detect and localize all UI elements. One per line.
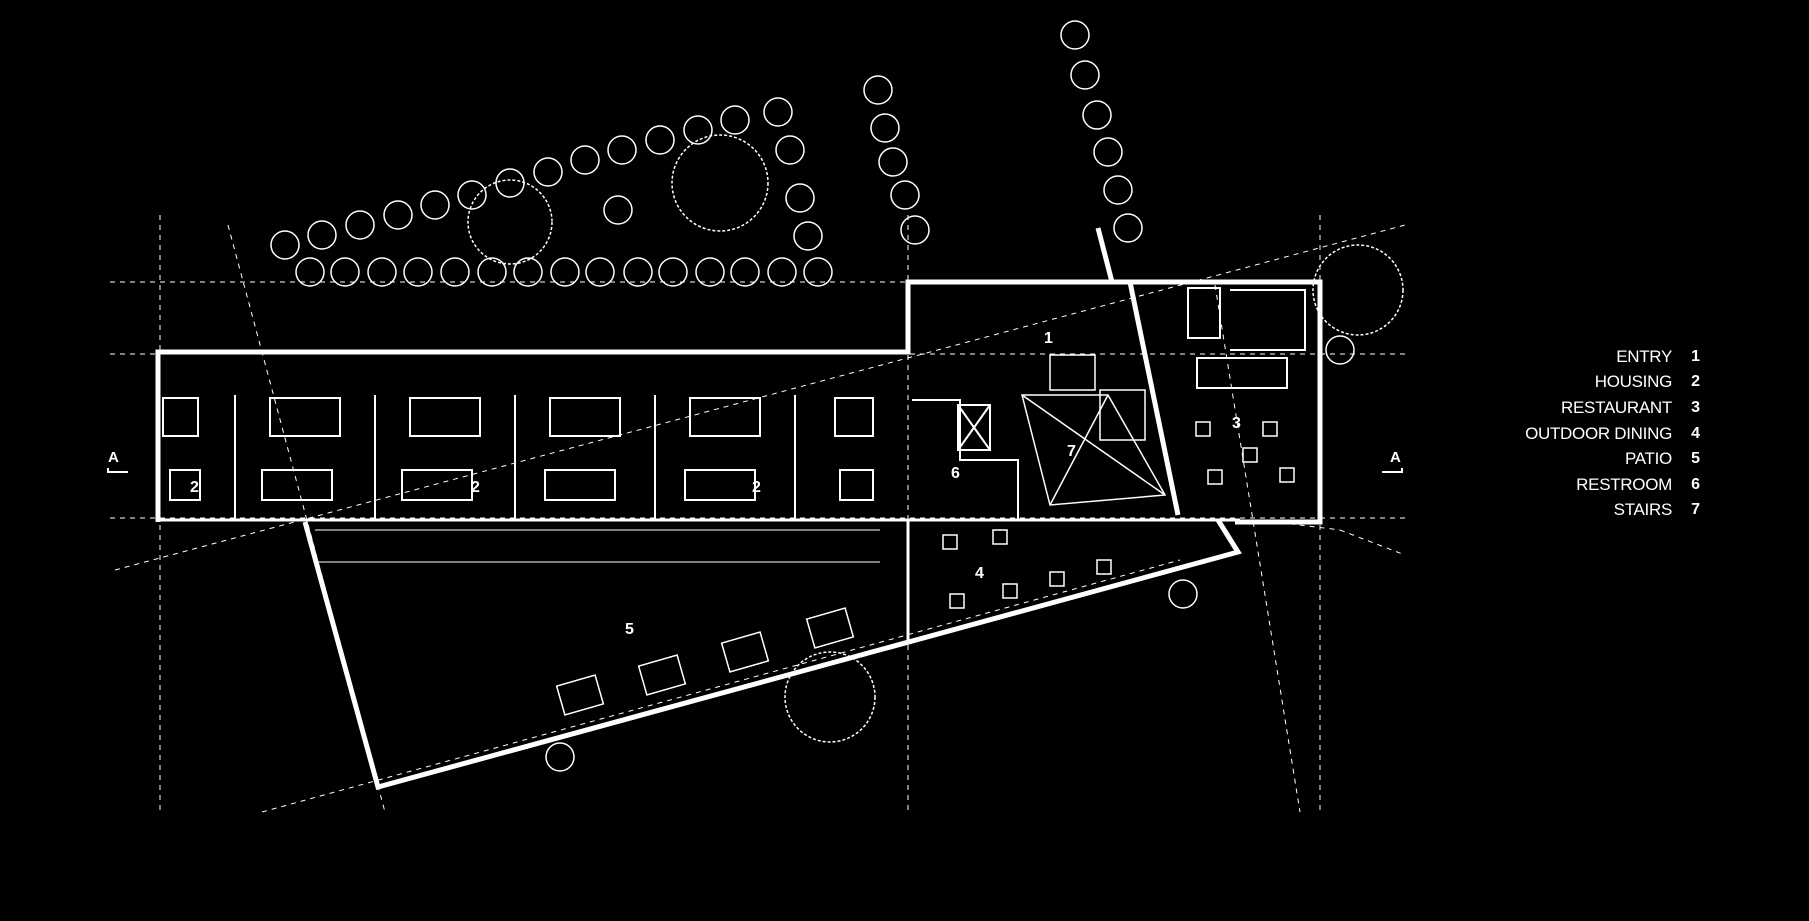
legend-row-outdoor-dining: OUTDOOR DINING 4 — [1470, 421, 1700, 447]
legend-number: 1 — [1691, 347, 1700, 365]
section-mark-right: A — [1382, 449, 1403, 473]
legend-row-restroom: RESTROOM 6 — [1470, 472, 1700, 498]
svg-text:A: A — [108, 449, 119, 466]
trees — [270, 20, 1404, 772]
room-label-patio: 5 — [625, 621, 634, 638]
room-label-stairs: 7 — [1067, 443, 1076, 460]
room-label-housing-3: 2 — [752, 479, 761, 496]
room-label-entry: 1 — [1044, 330, 1053, 347]
legend-row-stairs: STAIRS 7 — [1470, 498, 1700, 524]
room-label-restaurant: 3 — [1232, 415, 1241, 432]
legend-number: 2 — [1691, 373, 1700, 391]
housing-units — [162, 395, 880, 563]
legend-label: HOUSING — [1594, 372, 1673, 392]
legend-label: RESTROOM — [1576, 474, 1672, 494]
legend-label: RESTAURANT — [1561, 397, 1672, 417]
legend-row-restaurant: RESTAURANT 3 — [1470, 395, 1700, 421]
legend-label: ENTRY — [1616, 346, 1672, 366]
reference-lines — [110, 215, 1406, 813]
legend-label: PATIO — [1625, 449, 1672, 469]
legend-number: 5 — [1691, 450, 1700, 468]
legend-row-housing: HOUSING 2 — [1470, 370, 1700, 396]
room-label-housing-1: 2 — [190, 479, 199, 496]
legend-label: OUTDOOR DINING — [1525, 423, 1672, 443]
core-spaces — [912, 287, 1306, 520]
legend-number: 7 — [1691, 501, 1700, 519]
dining-tables — [942, 421, 1295, 609]
legend-number: 3 — [1691, 398, 1700, 416]
stairs-drawing — [1021, 354, 1167, 506]
legend-row-patio: PATIO 5 — [1470, 446, 1700, 472]
legend-number: 4 — [1691, 424, 1700, 442]
patio-benches — [555, 607, 855, 716]
section-mark-left: A — [107, 449, 128, 473]
building-walls — [155, 227, 1323, 791]
legend-row-entry: ENTRY 1 — [1470, 344, 1700, 370]
room-label-restroom: 6 — [951, 465, 960, 482]
legend: ENTRY 1 HOUSING 2 RESTAURANT 3 OUTDOOR D… — [1470, 344, 1700, 523]
legend-label: STAIRS — [1613, 500, 1673, 520]
svg-text:A: A — [1390, 449, 1401, 466]
room-label-housing-2: 2 — [471, 479, 480, 496]
room-label-outdoor-dining: 4 — [975, 565, 984, 582]
legend-number: 6 — [1691, 475, 1700, 493]
